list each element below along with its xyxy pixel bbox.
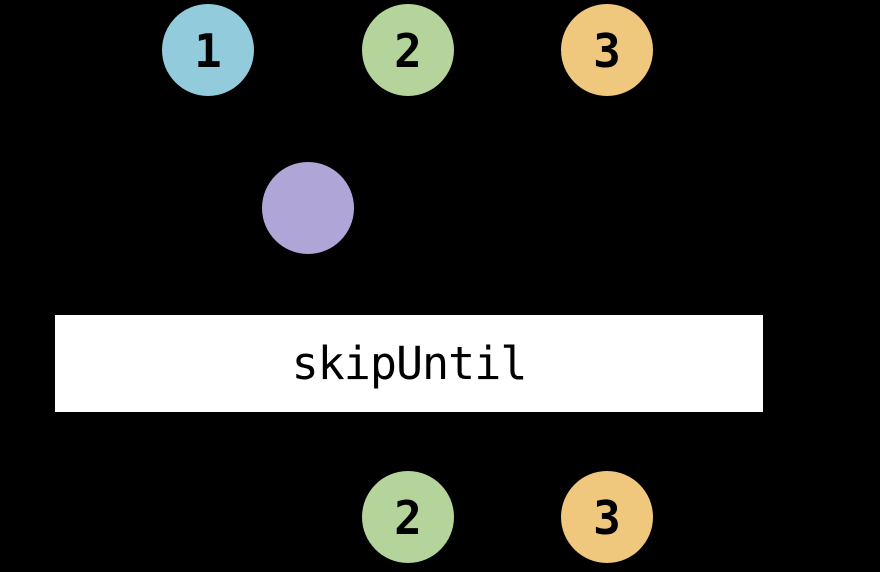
marble-label: 1 — [194, 24, 222, 78]
marble — [262, 162, 354, 254]
marble: 1 — [162, 4, 254, 96]
marble: 3 — [561, 4, 653, 96]
marble-label: 3 — [593, 24, 621, 78]
marble: 2 — [362, 4, 454, 96]
operator-box: skipUntil — [55, 315, 763, 412]
operator-label: skipUntil — [291, 337, 528, 390]
marble-label: 2 — [394, 24, 422, 78]
marble: 3 — [561, 471, 653, 563]
marble: 2 — [362, 471, 454, 563]
marble-label: 3 — [593, 491, 621, 545]
marble-label: 2 — [394, 491, 422, 545]
